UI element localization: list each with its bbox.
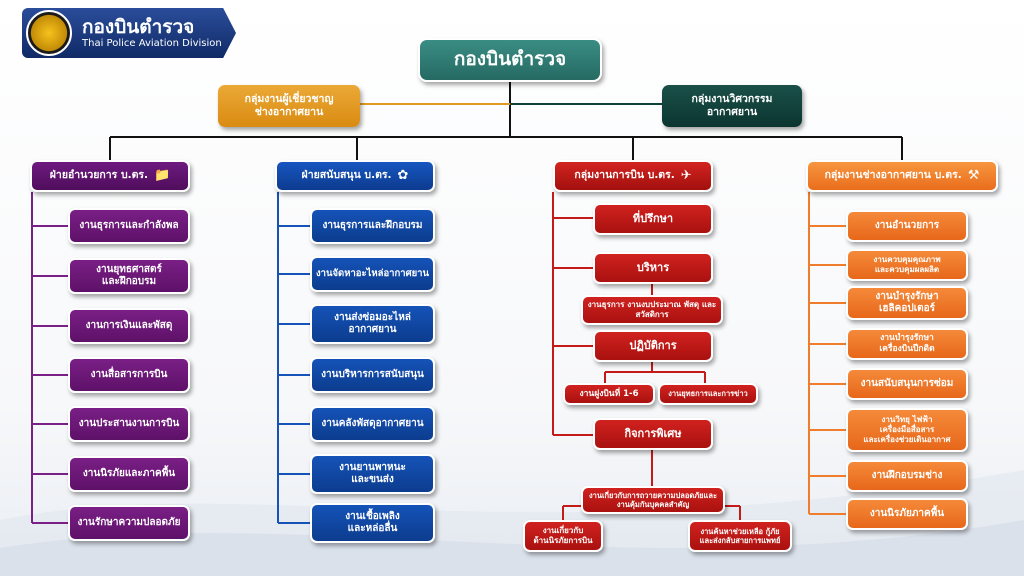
support-item: งานคลังพัสดุอากาศยาน	[310, 406, 435, 442]
helicopter-icon: ✈	[680, 167, 692, 183]
support-division-head: ฝ่ายสนับสนุน บ.ตร. ✿	[275, 160, 435, 192]
flight-squadron-box: งานฝูงบินที่ 1-6	[563, 383, 655, 405]
maint-item: งานบำรุงรักษา เครื่องบินปีกติด	[846, 328, 968, 360]
maint-item: งานวิทยุ ไฟฟ้า เครื่องมือสื่อสาร และเครื…	[846, 408, 968, 452]
admin-item: งานสื่อสารการบิน	[68, 357, 190, 393]
admin-item: งานการเงินและพัสดุ	[68, 308, 190, 344]
maint-item: งานสนับสนุนการซ่อม	[846, 368, 968, 400]
maintenance-group-label: กลุ่มงานช่างอากาศยาน บ.ตร.	[824, 169, 962, 182]
support-item: งานเชื้อเพลิง และหล่อลื่น	[310, 503, 435, 543]
flight-advisor-box: ที่ปรึกษา	[593, 203, 713, 235]
maint-item: งานฝึกอบรมช่าง	[846, 460, 968, 492]
flight-special-box: กิจการพิเศษ	[593, 418, 713, 450]
admin-item: งานรักษาความปลอดภัย	[68, 505, 190, 541]
maintenance-group-head: กลุ่มงานช่างอากาศยาน บ.ตร. ⚒	[806, 160, 998, 192]
maint-item: งานอำนวยการ	[846, 210, 968, 242]
flight-safety-box: งานเกี่ยวกับ ด้านนิรภัยการบิน	[523, 520, 603, 552]
flight-ops-box: ปฏิบัติการ	[593, 330, 713, 362]
header-subtitle: Thai Police Aviation Division	[82, 38, 222, 49]
tools-icon: ⚒	[967, 167, 980, 183]
support-item: งานยานพาหนะ และขนส่ง	[310, 454, 435, 494]
support-item: งานส่งซ่อมอะไหล่ อากาศยาน	[310, 304, 435, 344]
flight-admin-box: บริหาร	[593, 252, 713, 284]
maint-item: งานบำรุงรักษา เฮลิคอปเตอร์	[846, 286, 968, 320]
admin-item: งานประสานงานการบิน	[68, 406, 190, 442]
support-division-label: ฝ่ายสนับสนุน บ.ตร.	[301, 169, 392, 182]
maint-item: งานนิรภัยภาคพื้น	[846, 498, 968, 530]
engineering-group-box: กลุ่มงานวิศวกรรม อากาศยาน	[662, 85, 802, 127]
folder-icon: 📁	[154, 167, 171, 183]
admin-item: งานยุทธศาสตร์ และฝึกอบรม	[68, 258, 190, 294]
support-item: งานจัดหาอะไหล่อากาศยาน	[310, 256, 435, 292]
admin-item: งานนิรภัยและภาคพื้น	[68, 456, 190, 492]
flight-group-head: กลุ่มงานการบิน บ.ตร. ✈	[553, 160, 713, 192]
flight-rescue-box: งานค้นหาช่วยเหลือ กู้ภัย และส่งกลับสายกา…	[688, 520, 792, 552]
police-aviation-logo	[26, 10, 72, 56]
support-item: งานบริหารการสนับสนุน	[310, 357, 435, 393]
admin-division-label: ฝ่ายอำนวยการ บ.ตร.	[49, 169, 149, 182]
flight-admin-sub-box: งานธุรการ งานงบประมาณ พัสดุ และ สวัสดิกา…	[581, 295, 723, 325]
flight-intel-box: งานยุทธการและการข่าว	[658, 383, 758, 405]
flight-vip-security-box: งานเกี่ยวกับการถวายความปลอดภัยและ งานคุ้…	[581, 486, 725, 514]
expert-group-box: กลุ่มงานผู้เชี่ยวชาญ ช่างอากาศยาน	[218, 85, 360, 127]
flight-group-label: กลุ่มงานการบิน บ.ตร.	[574, 169, 675, 182]
top-title-box: กองบินตำรวจ	[418, 38, 602, 82]
header-title: กองบินตำรวจ	[82, 16, 195, 38]
admin-division-head: ฝ่ายอำนวยการ บ.ตร. 📁	[30, 160, 190, 192]
maint-item: งานควบคุมคุณภาพ และควบคุมผลผลิต	[846, 249, 968, 281]
admin-item: งานธุรการและกำลังพล	[68, 208, 190, 244]
support-icon: ✿	[397, 167, 409, 183]
support-item: งานธุรการและฝึกอบรม	[310, 208, 435, 244]
